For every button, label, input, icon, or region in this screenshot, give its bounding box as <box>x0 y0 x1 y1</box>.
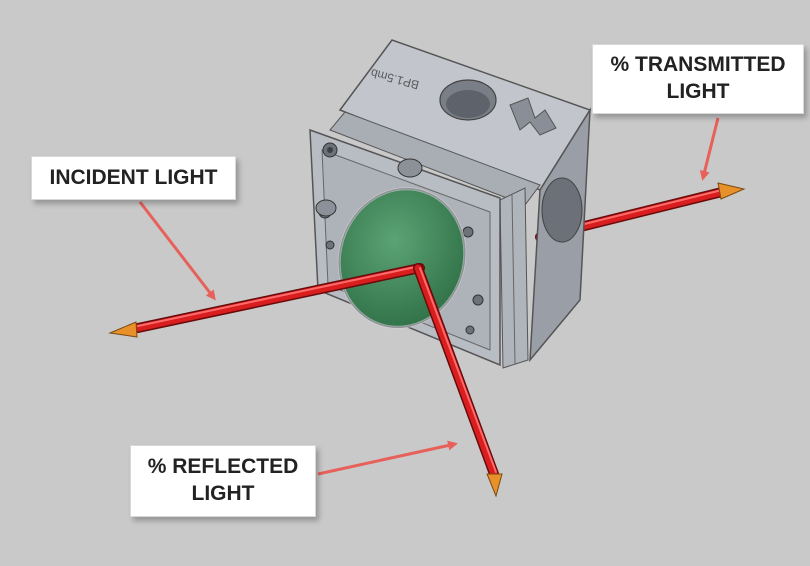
reflected-beam <box>413 263 503 498</box>
transmitted-light-text-line1: % TRANSMITTED <box>610 53 786 76</box>
logo-mark <box>509 97 557 136</box>
incident-light-text: INCIDENT LIGHT <box>49 166 218 189</box>
transmitted-light-label: % TRANSMITTED LIGHT <box>592 44 804 114</box>
transmitted-beam-tip <box>717 182 746 200</box>
reflected-light-text-line2: LIGHT <box>191 482 255 505</box>
incident-beam <box>108 263 425 338</box>
reflected-pointer-arrow <box>317 440 458 476</box>
transmitted-pointer-arrow <box>699 117 720 181</box>
transmitted-light-text-line2: LIGHT <box>666 80 730 103</box>
reflected-light-label: % REFLECTED LIGHT <box>130 445 316 517</box>
incident-pointer-arrow <box>138 201 216 301</box>
reflected-light-text-line1: % REFLECTED <box>147 455 299 478</box>
filter-holder-block <box>309 39 592 369</box>
incident-beam-tip <box>108 321 138 338</box>
reflected-beam-tip <box>486 473 503 498</box>
incident-light-label: INCIDENT LIGHT <box>31 156 236 200</box>
